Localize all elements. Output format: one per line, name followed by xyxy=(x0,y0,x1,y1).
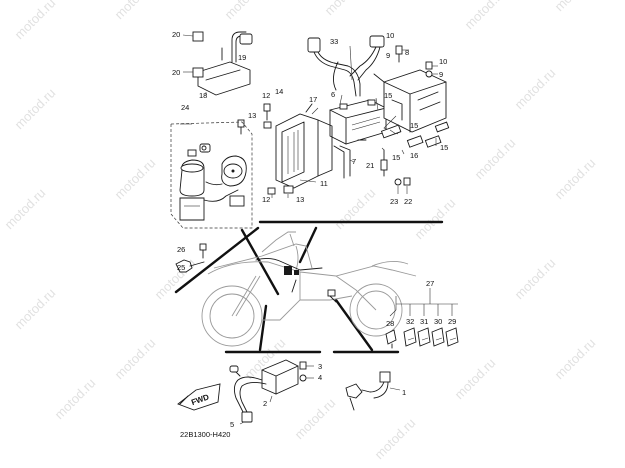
watermark-text: motod.ru xyxy=(372,415,419,462)
watermark-text: motod.ru xyxy=(112,335,159,382)
watermark-text: motod.ru xyxy=(472,135,519,182)
ignition-switch-group xyxy=(170,121,253,229)
key-and-bolt xyxy=(175,243,207,273)
callout-c26: 26 xyxy=(177,245,185,254)
callout-c15d: 15 xyxy=(392,153,400,162)
battery-strap xyxy=(333,139,367,179)
battery-box xyxy=(373,69,450,148)
battery xyxy=(329,99,387,145)
watermark-text: motod.ru xyxy=(552,155,599,202)
callout-c18: 18 xyxy=(199,91,207,100)
callout-c33: 33 xyxy=(330,37,338,46)
callout-c13b: 13 xyxy=(296,195,304,204)
watermark-text: motod.ru xyxy=(552,0,599,14)
sensor-switch xyxy=(345,371,401,411)
pointer-lines xyxy=(174,220,444,354)
callout-c15a: 15 xyxy=(384,91,392,100)
callout-c32: 32 xyxy=(406,317,414,326)
callout-c9b: 9 xyxy=(439,70,443,79)
watermark-text: motod.ru xyxy=(452,355,499,402)
watermark-text: motod.ru xyxy=(12,0,59,42)
callout-c15c: 15 xyxy=(440,143,448,152)
motorcycle-silhouette xyxy=(201,231,417,347)
callout-c3: 3 xyxy=(318,362,322,371)
watermark-text: motod.ru xyxy=(12,285,59,332)
callout-c28: 28 xyxy=(386,319,394,328)
watermark-text: motod.ru xyxy=(12,85,59,132)
callout-c8: 8 xyxy=(405,48,409,57)
callout-c1: 1 xyxy=(402,388,406,397)
callout-c6: 6 xyxy=(331,90,335,99)
ignition-coil xyxy=(229,359,314,425)
bolts-upper-right xyxy=(395,45,438,78)
watermark-text: motod.ru xyxy=(512,255,559,302)
watermark-text: motod.ru xyxy=(412,195,459,242)
callout-c11: 11 xyxy=(320,179,328,188)
callout-c31: 31 xyxy=(420,317,428,326)
watermark-text: motod.ru xyxy=(512,65,559,112)
callout-c13a: 13 xyxy=(248,111,256,120)
callout-c12b: 12 xyxy=(262,195,270,204)
watermark-text: motod.ru xyxy=(52,375,99,422)
callout-c4: 4 xyxy=(318,373,322,382)
fuse-group xyxy=(385,288,459,349)
callout-c5: 5 xyxy=(230,420,234,429)
callout-c12a: 12 xyxy=(262,91,270,100)
callout-c20a: 20 xyxy=(172,30,180,39)
watermark-text: motod.ru xyxy=(292,395,339,442)
callout-c20b: 20 xyxy=(172,68,180,77)
callout-c9a: 9 xyxy=(386,51,390,60)
callout-c21: 21 xyxy=(366,161,374,170)
watermark-text: motod.ru xyxy=(322,0,369,18)
callout-c22: 22 xyxy=(404,197,412,206)
callout-c17: 17 xyxy=(309,95,317,104)
fuse-holder-small xyxy=(380,149,411,194)
leader-lines-top xyxy=(271,45,437,198)
callout-c24: 24 xyxy=(181,103,189,112)
watermark-text: motod.ru xyxy=(112,155,159,202)
callout-c10a: 10 xyxy=(386,31,394,40)
callout-c30: 30 xyxy=(434,317,442,326)
callout-c15b: 15 xyxy=(410,121,418,130)
wire-harness-33 xyxy=(307,35,385,97)
callout-c10b: 10 xyxy=(439,57,447,66)
callout-c2: 2 xyxy=(263,399,267,408)
callout-c7: 7 xyxy=(352,157,356,166)
watermark-text: motod.ru xyxy=(332,185,379,232)
cdi-bracket xyxy=(237,103,333,195)
callout-c14: 14 xyxy=(275,87,283,96)
callout-c23: 23 xyxy=(390,197,398,206)
watermark-text: motod.ru xyxy=(552,335,599,382)
watermark-text: motod.ru xyxy=(462,0,509,32)
fwd-arrow xyxy=(177,383,221,411)
watermark-text: motod.ru xyxy=(222,0,269,22)
callout-c16: 16 xyxy=(410,151,418,160)
watermark-text: motod.ru xyxy=(2,185,49,232)
watermark-layer: motod.ru motod.ru motod.ru motod.ru motod.ru… xyxy=(2,0,599,462)
relay-bracket-assembly xyxy=(182,31,253,96)
callout-c29: 29 xyxy=(448,317,456,326)
callout-c25: 25 xyxy=(177,263,185,272)
watermark-text: motod.ru xyxy=(112,0,159,22)
callout-c27: 27 xyxy=(426,279,434,288)
diagram-code: 22B1300-H420 xyxy=(180,430,230,439)
callout-c19: 19 xyxy=(238,53,246,62)
